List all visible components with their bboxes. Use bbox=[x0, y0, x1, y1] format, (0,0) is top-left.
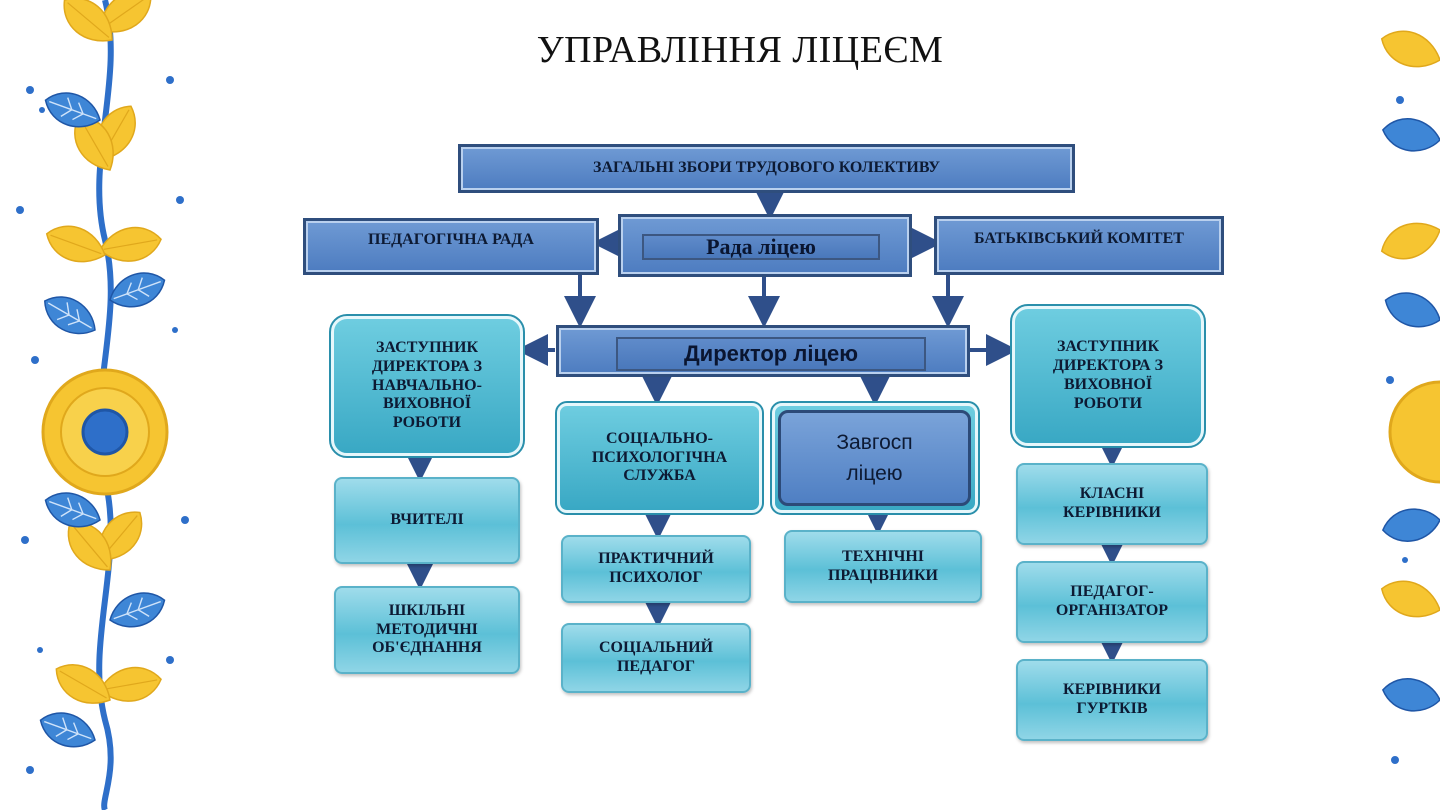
social-pedagogue-label: СОЦІАЛЬНИЙ ПЕДАГОГ bbox=[598, 639, 714, 675]
deputy-upbringing-box: ЗАСТУПНИК ДИРЕКТОРА З ВИХОВНОЇ РОБОТИ bbox=[1010, 304, 1206, 448]
socio-psych-service-label: СОЦІАЛЬНО-ПСИХОЛОГІЧНА СЛУЖБА bbox=[591, 429, 728, 485]
club-leaders-box: КЕРІВНИКИ ГУРТКІВ bbox=[1016, 659, 1208, 741]
facility-manager-box: Завгосп ліцею bbox=[778, 410, 971, 506]
parents-committee-label: БАТЬКІВСЬКИЙ КОМІТЕТ bbox=[974, 230, 1184, 248]
pedagogical-council-label: ПЕДАГОГІЧНА РАДА bbox=[368, 231, 534, 249]
director-label: Директор ліцею bbox=[616, 337, 926, 371]
pedagogue-organizer-label: ПЕДАГОГ-ОРГАНІЗАТОР bbox=[1055, 583, 1169, 619]
pedagogical-council-box: ПЕДАГОГІЧНА РАДА bbox=[303, 218, 599, 275]
left-floral-ornament bbox=[16, 0, 189, 810]
practical-psychologist-box: ПРАКТИЧНИЙ ПСИХОЛОГ bbox=[561, 535, 751, 603]
deputy-education-box: ЗАСТУПНИК ДИРЕКТОРА З НАВЧАЛЬНО-ВИХОВНОЇ… bbox=[329, 314, 525, 458]
right-floral-ornament bbox=[1375, 22, 1440, 764]
methodical-associations-box: ШКІЛЬНІ МЕТОДИЧНІ ОБ'ЄДНАННЯ bbox=[334, 586, 520, 674]
deputy-upbringing-label: ЗАСТУПНИК ДИРЕКТОРА З ВИХОВНОЇ РОБОТИ bbox=[1052, 338, 1164, 412]
general-meeting-box: ЗАГАЛЬНІ ЗБОРИ ТРУДОВОГО КОЛЕКТИВУ bbox=[458, 144, 1075, 193]
socio-psych-service-box: СОЦІАЛЬНО-ПСИХОЛОГІЧНА СЛУЖБА bbox=[555, 401, 764, 515]
lyceum-council-label: Рада ліцею bbox=[642, 234, 880, 260]
social-pedagogue-box: СОЦІАЛЬНИЙ ПЕДАГОГ bbox=[561, 623, 751, 693]
technical-staff-box: ТЕХНІЧНІ ПРАЦІВНИКИ bbox=[784, 530, 982, 603]
parents-committee-box: БАТЬКІВСЬКИЙ КОМІТЕТ bbox=[934, 216, 1224, 275]
deputy-education-label: ЗАСТУПНИК ДИРЕКТОРА З НАВЧАЛЬНО-ВИХОВНОЇ… bbox=[371, 338, 483, 432]
technical-staff-label: ТЕХНІЧНІ ПРАЦІВНИКИ bbox=[827, 547, 938, 584]
teachers-label: ВЧИТЕЛІ bbox=[390, 511, 464, 529]
general-meeting-label: ЗАГАЛЬНІ ЗБОРИ ТРУДОВОГО КОЛЕКТИВУ bbox=[593, 159, 940, 177]
practical-psychologist-label: ПРАКТИЧНИЙ ПСИХОЛОГ bbox=[598, 550, 714, 586]
class-teachers-box: КЛАСНІ КЕРІВНИКИ bbox=[1016, 463, 1208, 545]
methodical-associations-label: ШКІЛЬНІ МЕТОДИЧНІ ОБ'ЄДНАННЯ bbox=[372, 601, 482, 657]
pedagogue-organizer-box: ПЕДАГОГ-ОРГАНІЗАТОР bbox=[1016, 561, 1208, 643]
class-teachers-label: КЛАСНІ КЕРІВНИКИ bbox=[1063, 485, 1161, 521]
page-title: УПРАВЛІННЯ ЛІЦЕЄМ bbox=[536, 29, 944, 71]
teachers-box: ВЧИТЕЛІ bbox=[334, 477, 520, 564]
club-leaders-label: КЕРІВНИКИ ГУРТКІВ bbox=[1063, 681, 1161, 717]
